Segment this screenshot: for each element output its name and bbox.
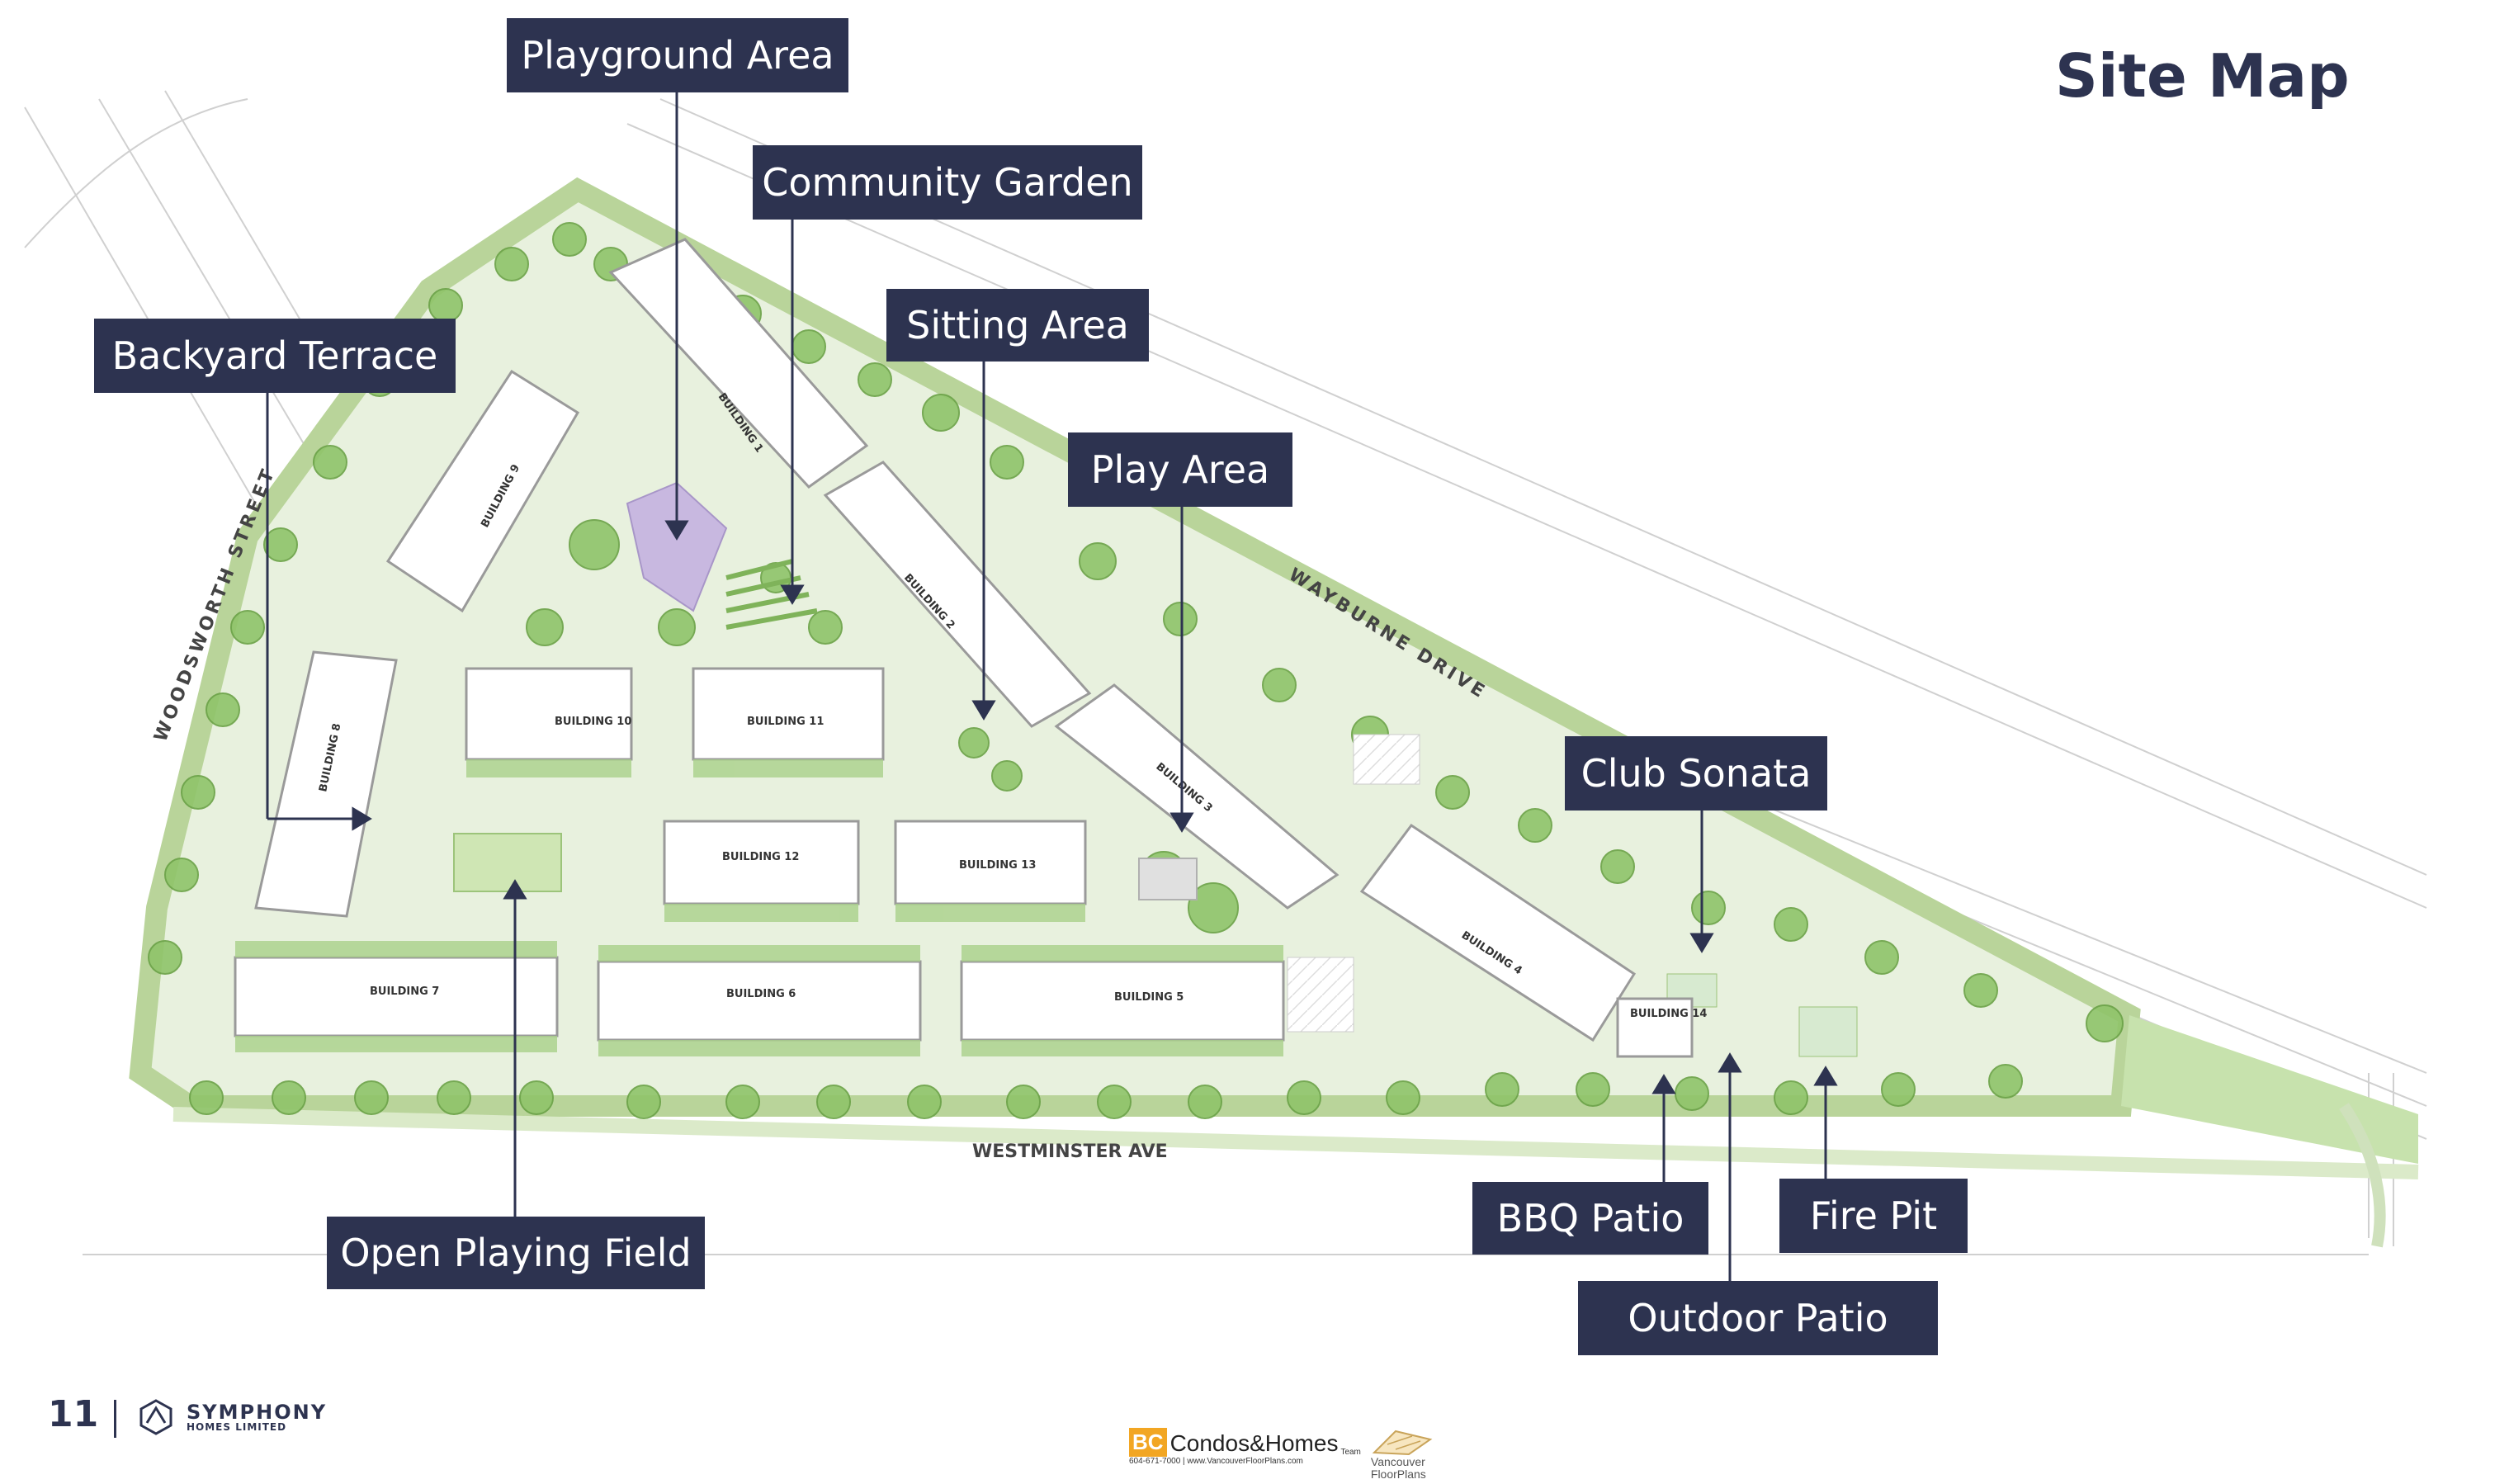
building-1-footprint (608, 238, 869, 489)
footer-divider (114, 1400, 116, 1438)
building-3-footprint (1054, 683, 1340, 910)
callout-bbq-patio: BBQ Patio (1472, 1182, 1708, 1255)
brand-subtitle: HOMES LIMITED (187, 1421, 287, 1433)
callout-outdoor-patio: Outdoor Patio (1578, 1281, 1938, 1355)
building-2-footprint (823, 461, 1092, 728)
building-11-label: BUILDING 11 (747, 716, 824, 728)
brand-name: SYMPHONY (187, 1401, 328, 1424)
callout-sitting-area: Sitting Area (886, 289, 1149, 362)
building-14-label: BUILDING 14 (1630, 1008, 1707, 1020)
callout-community-garden: Community Garden (753, 145, 1142, 220)
building-10-label: BUILDING 10 (555, 716, 631, 728)
building-13-label: BUILDING 13 (959, 859, 1036, 872)
building-14-footprint (1616, 997, 1694, 1058)
callout-open-playing-field: Open Playing Field (327, 1217, 705, 1289)
logo-name: Condos&Homes (1169, 1430, 1339, 1456)
floorplan-icon (1372, 1430, 1433, 1456)
building-5-footprint (960, 960, 1285, 1042)
logo-contact: 604-671-7000 | www.VancouverFloorPlans.c… (1129, 1457, 1303, 1466)
logo-team: Team (1340, 1448, 1361, 1457)
building-10-footprint (465, 667, 633, 761)
building-5-label: BUILDING 5 (1114, 991, 1184, 1004)
building-9-footprint (385, 369, 580, 613)
amenity-areas (453, 481, 1858, 1057)
page-number: 11 (48, 1393, 99, 1435)
building-7-footprint (234, 956, 559, 1037)
building-12-footprint (663, 820, 860, 905)
page-title: Site Map (2055, 41, 2350, 111)
unit-gardens (235, 759, 1283, 1056)
callout-playground-area: Playground Area (507, 18, 848, 92)
symphony-mark-icon (139, 1399, 172, 1435)
building-6-label: BUILDING 6 (726, 988, 796, 1000)
callout-club-sonata: Club Sonata (1565, 736, 1827, 811)
vancouver-floorplans-logo: Vancouver FloorPlans (1371, 1428, 1434, 1482)
callout-fire-pit: Fire Pit (1779, 1179, 1968, 1253)
westminster-ave-label: WESTMINSTER AVE (972, 1141, 1168, 1162)
symphony-logo: SYMPHONY HOMES LIMITED (137, 1398, 327, 1436)
building-7-label: BUILDING 7 (370, 985, 439, 998)
buildings (234, 238, 1694, 1058)
building-12-label: BUILDING 12 (722, 851, 799, 863)
site-perimeter (129, 177, 2419, 1248)
bc-condos-logo: BC Condos&Homes Team 604-671-7000 | www.… (1129, 1428, 1434, 1482)
building-6-footprint (597, 960, 922, 1042)
building-4-footprint (1359, 823, 1637, 1042)
callout-leaders (266, 92, 1838, 1281)
bc-mark: BC (1129, 1428, 1167, 1457)
partner-name: Vancouver FloorPlans (1370, 1455, 1426, 1481)
callout-play-area: Play Area (1068, 432, 1292, 507)
callout-backyard-terrace: Backyard Terrace (94, 319, 456, 393)
building-8-footprint (254, 650, 398, 918)
building-11-footprint (692, 667, 885, 761)
